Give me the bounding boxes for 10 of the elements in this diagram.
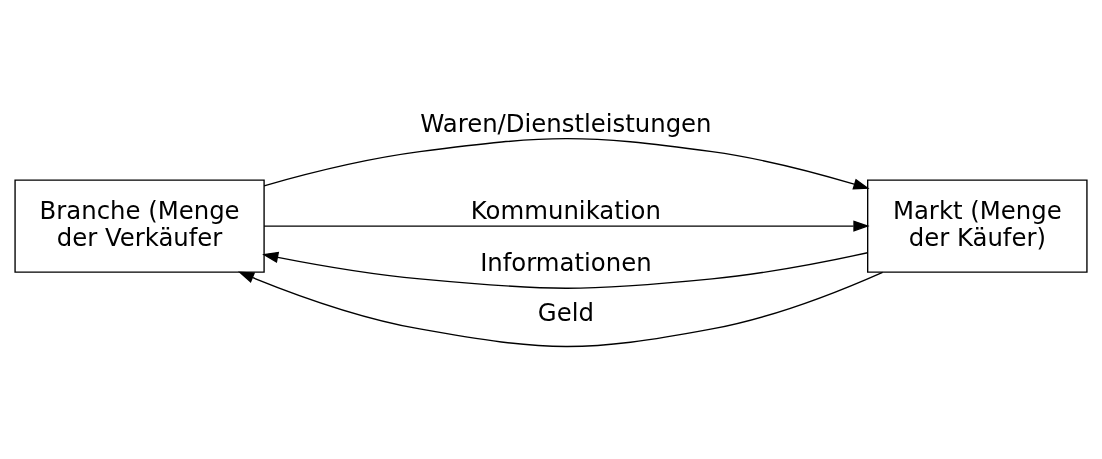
edge-label: Waren/Dienstleistungen [420,108,712,138]
edge-label: Geld [537,298,594,328]
node-box: Markt (Menge der Käufer) [867,179,1088,273]
edge-label: Informationen [480,248,652,278]
edge-label: Kommunikation [470,195,661,225]
arrow [237,271,884,348]
arrow [263,220,870,232]
node-box: Branche (Menge der Verkäufer [14,179,265,273]
arrow [263,137,870,190]
arrow [262,251,869,289]
